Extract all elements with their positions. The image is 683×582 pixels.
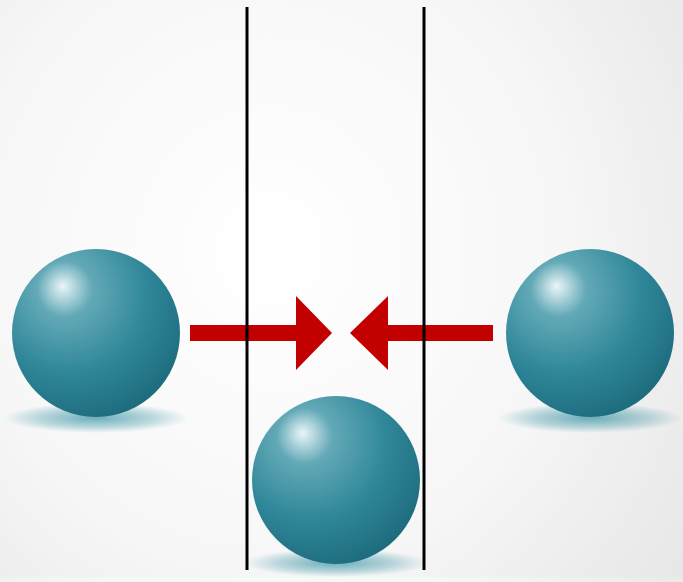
bottom-center-sphere — [252, 396, 420, 564]
left-sphere — [12, 249, 180, 417]
left-pointing-arrow — [350, 296, 493, 370]
right-sphere — [506, 249, 674, 417]
right-pointing-arrow — [190, 296, 332, 370]
